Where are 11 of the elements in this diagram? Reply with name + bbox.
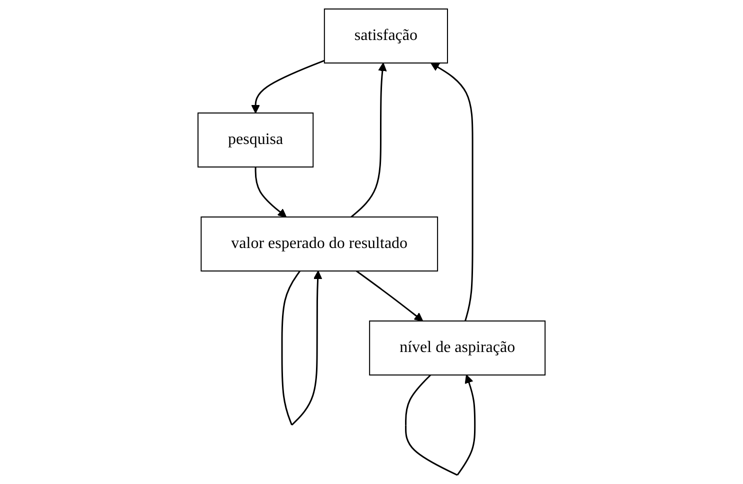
arrow xyxy=(281,270,322,426)
arrow xyxy=(430,62,474,322)
node-box: valor esperado do resultado xyxy=(200,216,438,272)
arrow xyxy=(404,374,476,476)
arrow xyxy=(254,166,287,218)
arrow xyxy=(356,270,424,322)
arrow xyxy=(350,62,387,218)
arrow xyxy=(251,60,325,114)
node-box: nível de aspiração xyxy=(369,320,546,376)
node-box: satisfação xyxy=(324,8,448,64)
node-box: pesquisa xyxy=(197,112,314,168)
